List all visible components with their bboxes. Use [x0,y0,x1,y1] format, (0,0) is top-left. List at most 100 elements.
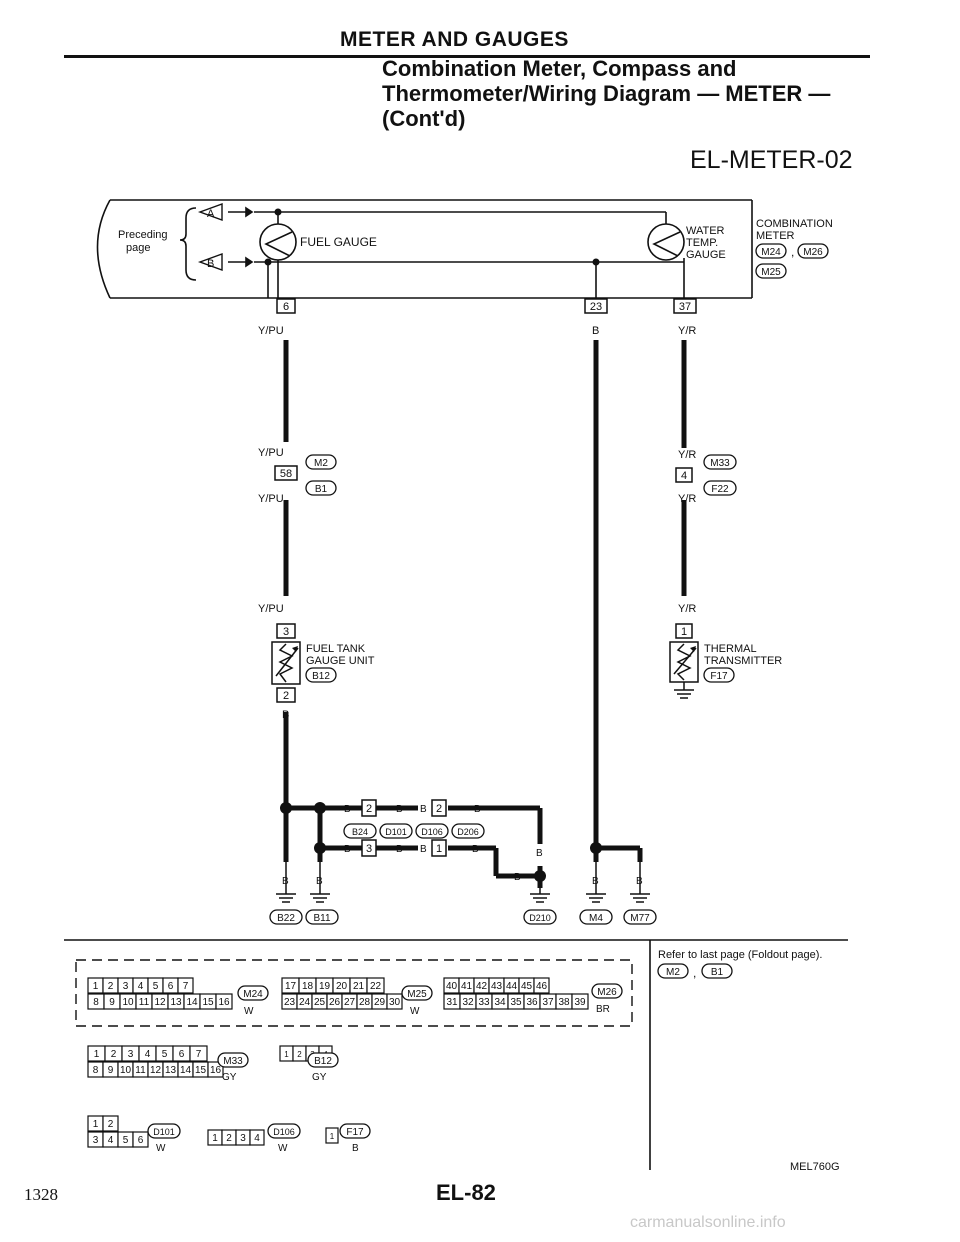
cv-f17-color: B [352,1143,359,1154]
fuel-tank-label-1: FUEL TANK [306,643,366,655]
m26-pin-label: 43 [491,981,503,992]
cv-m25-badge [401,985,433,1001]
preceding-label-2: page [126,242,150,254]
m33-pin-label: 15 [195,1065,207,1076]
d106-pin-label: 4 [254,1133,260,1144]
m24-pin-cell [177,977,194,994]
wire-yr-4: Y/R [678,603,696,615]
m24-pin-label: 12 [154,997,166,1008]
joint-connector-1 [431,839,447,857]
cv-d106-color: W [278,1143,288,1154]
joint-1-text: 1 [436,843,442,855]
fuel-gauge-label: FUEL GAUGE [300,235,377,249]
conn-b22-text: B22 [277,913,295,924]
terminal-58-text: 58 [280,468,292,480]
m26-pin-label: 39 [574,997,586,1008]
conn-m26-badge [797,243,829,259]
m33-pin-label: 3 [128,1049,134,1060]
thermal-label-1: THERMAL [704,643,757,655]
refer-note: Refer to last page (Foldout page). [658,949,822,961]
m33-pin-label: 5 [162,1049,168,1060]
conn-m77-text: M77 [630,913,650,924]
cv-m25-color: W [410,1006,420,1017]
thermal-label-2: TRANSMITTER [704,655,782,667]
m33-pin-cell [189,1045,208,1062]
cv-m33-color: GY [222,1072,237,1083]
title-line-3: (Cont'd) [382,106,466,131]
m33-pin-label: 8 [93,1065,99,1076]
conn-m24-badge [755,243,787,259]
refer-b1-text: B1 [711,967,724,978]
wire-b-g8: B [472,844,479,855]
conn-b22-badge [269,909,303,925]
refer-sep: , [693,966,696,980]
conn-m26-text: M26 [803,247,823,258]
cv-m24-text: M24 [243,989,263,1000]
conn-b11-badge [305,909,339,925]
cv-m24-color: W [244,1006,254,1017]
preceding-label-1: Preceding [118,229,168,241]
fuel-gauge-icon [259,223,297,261]
section-title: METER AND GAUGES [340,28,569,51]
conn-d210-text: D210 [529,913,551,923]
m24-pin-label: 3 [123,981,129,992]
joint-connector-2a [361,799,377,817]
m26-pin-label: 40 [446,981,458,992]
wire-b-g1: B [344,804,351,815]
conn-m2-text: M2 [314,458,328,469]
terminal-4-text: 4 [681,470,687,482]
wire-ypu-2: Y/PU [258,447,284,459]
b12-pin-label: 2 [297,1050,302,1059]
conn-f22-badge [703,480,737,496]
m33-pin-label: 11 [135,1065,146,1076]
joint-2a-text: 2 [366,803,372,815]
conn-f17-badge [703,667,735,683]
cv-m26-text: M26 [597,987,617,998]
m26-pin-label: 41 [461,981,473,992]
conn-sep: , [791,245,794,259]
combination-meter-label-1: COMBINATION [756,218,833,230]
watermark: carmanualsonline.info [630,1214,786,1231]
water-label-1: WATER [686,225,725,237]
terminal-37-text: 37 [679,301,691,313]
m24-pin-label: 15 [202,997,214,1008]
conn-m25-badge [755,263,787,279]
m33-pin-label: 10 [120,1065,132,1076]
conn-d206-text: D206 [457,827,479,837]
m33-pin-label: 1 [94,1049,100,1060]
m24-pin-label: 14 [186,997,198,1008]
terminal-1 [675,623,693,639]
refer-m2-badge [657,963,689,979]
m25-pin-label: 21 [353,981,365,992]
cv-b12-text: B12 [314,1056,332,1067]
d101-pin-cell [102,1115,119,1132]
wire-b-g7: B [420,844,427,855]
m25-pin-label: 28 [359,997,371,1008]
d101-pin-label: 1 [93,1119,99,1130]
m24-pin-label: 16 [218,997,230,1008]
cv-b12-color: GY [312,1072,327,1083]
d106-pin-label: 2 [226,1133,232,1144]
m25-pin-label: 25 [314,997,326,1008]
m24-pin-label: 11 [139,997,150,1008]
m25-pin-cell [366,977,385,994]
page-code: EL-82 [436,1180,496,1205]
conn-f17-text: F17 [710,671,728,682]
m24-pin-label: 8 [93,997,99,1008]
terminal-3 [276,623,296,639]
terminal-37 [673,298,697,314]
m26-pin-label: 32 [462,997,474,1008]
m24-pin-label: 5 [153,981,159,992]
joint-connector-2b [431,799,447,817]
d106-pin-label: 1 [212,1133,218,1144]
cv-f17-badge [339,1123,371,1139]
m25-pin-label: 29 [374,997,386,1008]
conn-m4-text: M4 [589,913,603,924]
terminal-6-text: 6 [283,301,289,313]
joint-connector-3 [361,839,377,857]
terminal-58 [274,465,298,481]
conn-d206-badge [451,823,485,839]
m26-pin-label: 37 [542,997,554,1008]
m26-pin-label: 45 [521,981,533,992]
